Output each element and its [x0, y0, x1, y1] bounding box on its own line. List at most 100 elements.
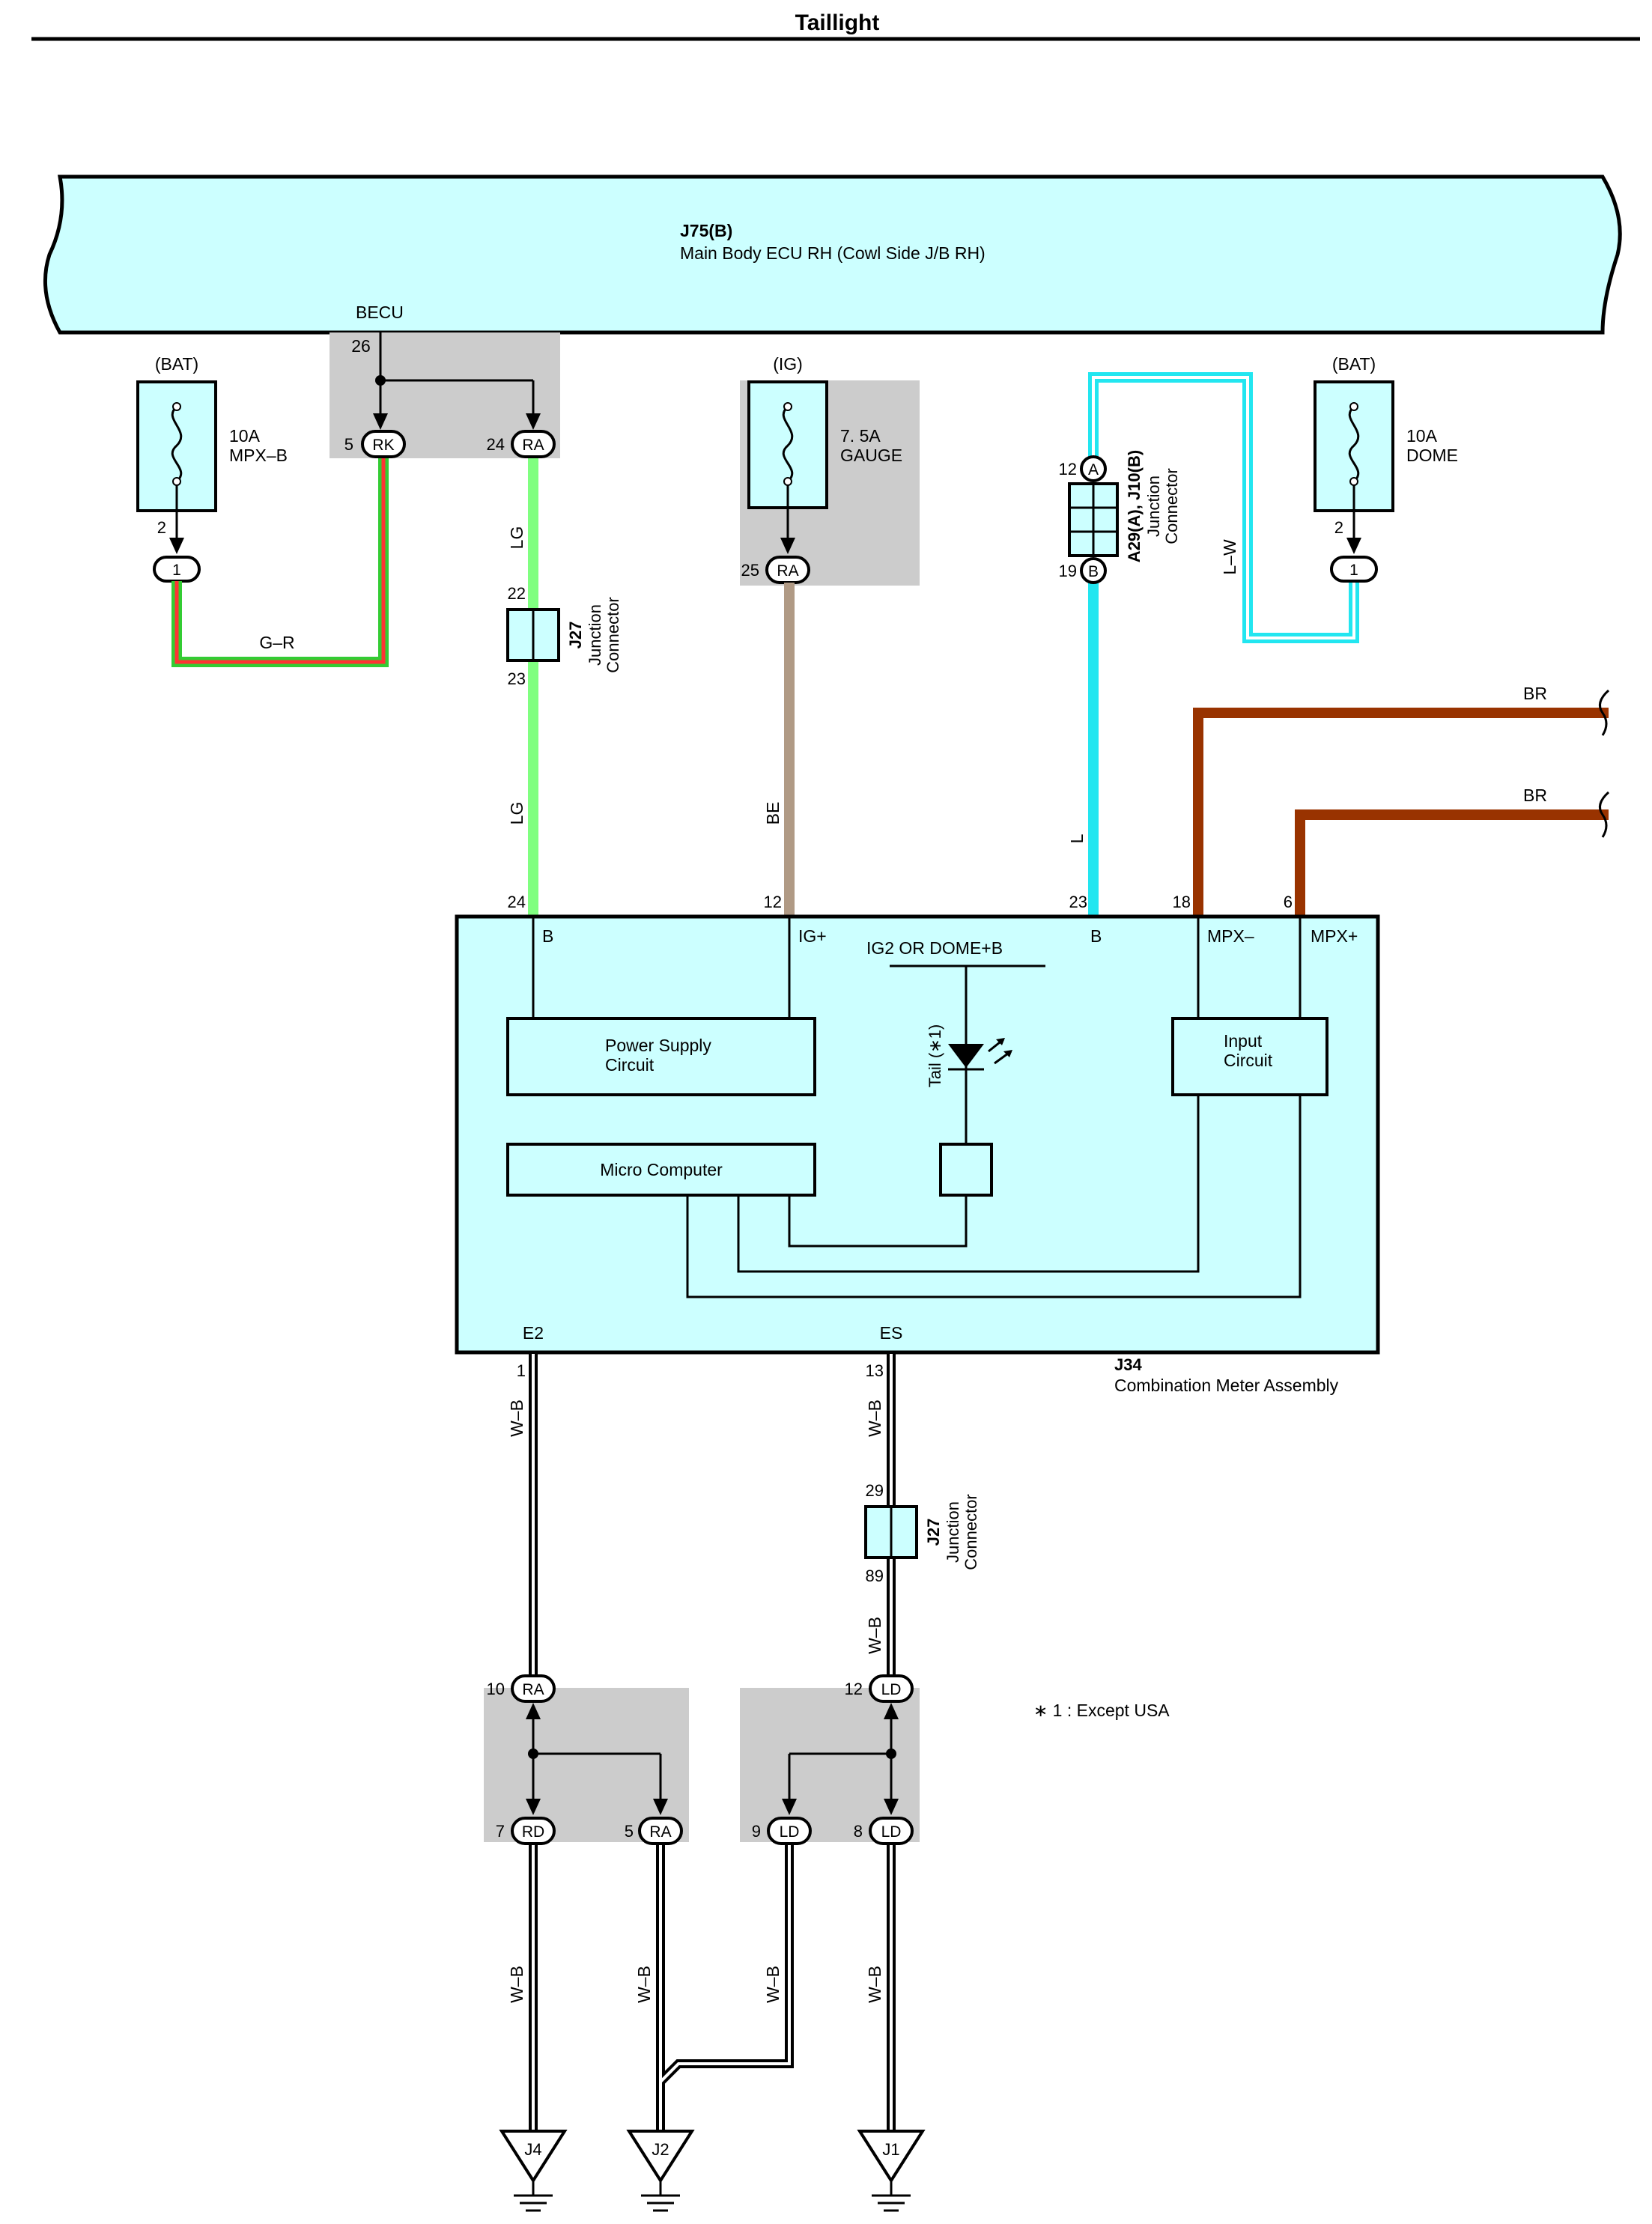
svg-text:W–B: W–B [865, 1966, 884, 2003]
dome-fuse-link-icon [1348, 405, 1360, 483]
svg-text:10A: 10A [1406, 426, 1438, 446]
svg-text:J2: J2 [652, 2140, 669, 2159]
svg-text:MPX–: MPX– [1207, 926, 1254, 946]
svg-text:1: 1 [1349, 562, 1358, 579]
mpxb-name: MPX–B [229, 446, 288, 465]
svg-text:W–B: W–B [507, 1400, 526, 1437]
ground-j4-icon [499, 2130, 568, 2212]
svg-text:W–B: W–B [865, 1617, 884, 1654]
svg-text:18: 18 [1173, 893, 1191, 911]
svg-text:24: 24 [487, 435, 505, 454]
svg-text:23: 23 [508, 669, 526, 688]
svg-text:RD: RD [522, 1823, 544, 1841]
svg-text:12: 12 [1059, 460, 1077, 478]
svg-text:7. 5A: 7. 5A [840, 426, 881, 446]
mpxb-arrow-icon [169, 538, 184, 554]
svg-text:10: 10 [487, 1680, 505, 1698]
svg-text:29: 29 [866, 1481, 884, 1500]
ground-left-conn-a [511, 1817, 556, 1845]
svg-text:E2: E2 [523, 1323, 544, 1343]
svg-text:J4: J4 [524, 2140, 541, 2159]
svg-text:BR: BR [1523, 684, 1547, 703]
becu-conn-b [511, 430, 556, 458]
svg-text:19: 19 [1059, 562, 1077, 580]
svg-text:W–B: W–B [634, 1966, 654, 2003]
dome-connector [1330, 556, 1378, 583]
svg-text:5: 5 [625, 1822, 634, 1841]
svg-text:W–B: W–B [507, 1966, 526, 2003]
svg-text:Connector: Connector [962, 1494, 980, 1570]
svg-text:12: 12 [845, 1680, 863, 1698]
a29-conn-bottom [1080, 557, 1107, 584]
mpxb-pin: 2 [157, 518, 166, 537]
svg-text:L–W: L–W [1220, 539, 1239, 575]
ig2-label: IG2 OR DOME+B [866, 938, 1003, 958]
svg-text:LD: LD [881, 1823, 902, 1841]
svg-text:RA: RA [522, 437, 544, 454]
wire-br-2 [1295, 809, 1609, 915]
led-driver-box [939, 1143, 993, 1197]
svg-text:W–B: W–B [763, 1966, 783, 2003]
j27-top-code: J27 [566, 622, 585, 649]
tail-label: Tail (∗1) [926, 1024, 944, 1087]
svg-text:BE: BE [763, 802, 783, 825]
ground-right-conn-a [767, 1817, 812, 1845]
ecu-name: Main Body ECU RH (Cowl Side J/B RH) [680, 243, 986, 263]
tail-led-icon [948, 1044, 984, 1068]
svg-text:J1: J1 [882, 2140, 899, 2159]
svg-text:12: 12 [764, 893, 782, 911]
mpxb-source: (BAT) [155, 354, 198, 374]
svg-text:9: 9 [752, 1822, 761, 1841]
power-supply-circuit [506, 1017, 816, 1096]
svg-text:5: 5 [344, 435, 353, 454]
a29-code: A29(A), J10(B) [1125, 450, 1144, 562]
wire-br-1 [1193, 708, 1609, 915]
svg-text:B: B [1088, 563, 1099, 580]
a29-conn-top [1080, 455, 1107, 482]
svg-text:RK: RK [372, 437, 394, 454]
svg-text:Connector: Connector [1162, 468, 1181, 544]
mpxb-fuse-link-icon [171, 405, 183, 483]
footnote: ∗ 1 : Except USA [1033, 1701, 1170, 1720]
ecu-code: J75(B) [680, 221, 732, 240]
svg-text:DOME: DOME [1406, 446, 1458, 465]
ecu-banner [43, 174, 1622, 335]
svg-text:23: 23 [1069, 893, 1087, 911]
svg-text:B: B [1090, 926, 1102, 946]
svg-text:MPX+: MPX+ [1311, 926, 1358, 946]
svg-text:7: 7 [496, 1822, 505, 1841]
combination-meter [455, 914, 1380, 1355]
svg-text:Connector: Connector [604, 597, 622, 673]
svg-text:Micro Computer: Micro Computer [600, 1160, 723, 1179]
becu-label: BECU [356, 303, 404, 322]
dome-source: (BAT) [1332, 354, 1376, 374]
gauge-source: (IG) [773, 354, 803, 374]
svg-text:Junction: Junction [1144, 476, 1163, 537]
svg-text:ES: ES [880, 1323, 903, 1343]
svg-text:LG: LG [507, 526, 526, 550]
svg-text:BR: BR [1523, 786, 1547, 805]
svg-text:GAUGE: GAUGE [840, 446, 902, 465]
mpxb-rating: 10A [229, 426, 261, 446]
svg-text:Circuit: Circuit [1224, 1051, 1273, 1070]
svg-text:RA: RA [649, 1823, 671, 1841]
svg-text:W–B: W–B [865, 1400, 884, 1437]
ground-splice-left [484, 1688, 689, 1842]
svg-text:Input: Input [1224, 1031, 1263, 1051]
gauge-fuse-link-icon [782, 405, 794, 483]
svg-text:L: L [1067, 833, 1087, 843]
svg-text:13: 13 [866, 1361, 884, 1380]
ground-right-conn-in [869, 1674, 914, 1703]
svg-text:Junction: Junction [944, 1501, 962, 1563]
svg-text:2: 2 [1334, 518, 1343, 537]
input-circuit [1171, 1017, 1328, 1096]
j27-bottom-code: J27 [924, 1519, 943, 1546]
svg-text:Power Supply: Power Supply [605, 1036, 711, 1055]
meter-code: J34 [1114, 1355, 1142, 1374]
svg-text:LD: LD [780, 1823, 800, 1841]
micro-computer [506, 1143, 816, 1197]
svg-text:RA: RA [777, 562, 798, 580]
page-title: Taillight [795, 10, 880, 35]
svg-text:A: A [1088, 461, 1099, 478]
